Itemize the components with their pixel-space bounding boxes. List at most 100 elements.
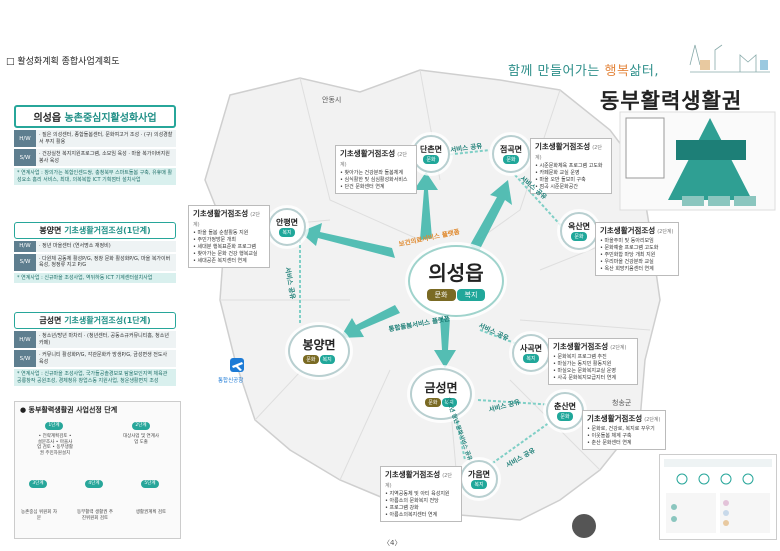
project-item: 마을주미 및 동아리모임 [600, 238, 674, 245]
center-jeomgok[interactable]: 점곡면 문화 [492, 135, 530, 173]
project-item: 마실오는 문화복지교실 운영 [553, 368, 633, 375]
stage-step-badge: 3단계 [29, 480, 47, 488]
left-section-title: 금성면 기초생활거점조성(1단계) [14, 312, 176, 329]
sw-label: S/W [14, 350, 36, 367]
project-box-danchon: 기초생활거점조성(2단계) 찾아가는 건강분좌 돌봄체계심식활한 및 심심활성화… [335, 145, 417, 194]
project-title: 기초생활거점조성(2단계) [583, 411, 665, 426]
share-lines [299, 149, 566, 466]
project-item: 아름소의 문화복지 전당 [385, 498, 457, 505]
tag: 문화 [571, 232, 587, 241]
project-item: 찾아가는 건강분좌 돌봄체계 [340, 170, 412, 177]
center-name: 점곡면 [499, 145, 523, 154]
place-cheongsong: 청송군 [612, 399, 632, 407]
project-title-text: 기초생활거점조성 [553, 342, 609, 351]
legend-panel [659, 454, 777, 540]
project-stage: (2단계) [610, 345, 627, 351]
link-text: * 연계사업 : 창의가는 복합인센드쌍, 충청북부 스마트돌봄 구축, 유휴매… [14, 168, 176, 185]
project-item: 마실가는 동지민 활동지원 [553, 361, 633, 368]
arrow-to-bongyang [340, 305, 400, 338]
link-text: * 연계사업 : 신규마을 조성사업, 국가들공솔경보보 탐울보인지역 체육관 … [14, 369, 176, 386]
section-title-suffix: (1단계) [123, 316, 151, 325]
hw-row: H/W· 정년 마을센터 (연서명소 재정비) [14, 241, 176, 252]
center-gaeum[interactable]: 가음면 복지 [460, 460, 498, 498]
page-title: 동부활력생활권 [600, 89, 743, 113]
tag-culture: 문화 [426, 289, 456, 301]
center-name: 춘산면 [553, 402, 577, 411]
project-box-jeomgok: 기초생활거점조성(2단계) 시준문화체육 프로그램 고도화카페문화 교실 운영마… [530, 138, 612, 194]
center-sagok[interactable]: 사곡면 복지 [512, 334, 550, 372]
project-item: 마을 돌봄 순찰활동 지원 [193, 230, 265, 237]
arrow-to-geumseong [434, 318, 456, 368]
center-danchon[interactable]: 단촌면 문화 [412, 135, 450, 173]
tag: 문화 [423, 155, 439, 164]
hw-text: · 질은 의성센터, 종합돌봄센터, 문화여고거 조성 · (구) 의성경찰서 … [36, 130, 176, 147]
project-stage: (2단계) [340, 152, 407, 168]
project-stage: (2단계) [193, 212, 260, 228]
project-title-text: 기초생활거점조성 [385, 470, 441, 479]
project-title: 기초생활거점조성(2단계) [596, 223, 678, 238]
stage-step-text: 농촌중심 위원회 자문 [21, 510, 57, 521]
project-box-chunsan: 기초생활거점조성(2단계) 문화로, 건강로, 복지로 꾸우기이웃돌봄 체계 구… [582, 410, 666, 450]
link-text: * 연계사업 : 신규마을 조성사업, 역뒤하동 ICT 기계센터설치사업 [14, 272, 176, 283]
left-section-geumseong: 금성면 기초생활거점조성(1단계) H/W· 청소년/방년 마차리 · (청년센… [14, 312, 176, 386]
project-item: 주민화합 마당 개최 지원 [600, 252, 674, 259]
page-number: 〈4〉 [383, 539, 402, 547]
tag-culture: 문화 [425, 398, 441, 407]
project-item: 문화로, 건강로, 복지로 꾸우기 [587, 426, 661, 433]
project-item: 문화예술 프로그램 고도화 [600, 245, 674, 252]
project-title: 기초생활거점조성(2단계) [549, 339, 637, 354]
project-item: 심식활한 및 심심활성화서비스 [340, 177, 412, 184]
project-item: 세대분 행복표준화 프로그램 [193, 244, 265, 251]
sw-label: S/W [14, 149, 36, 166]
stage-step-badge: 2단계 [132, 422, 150, 430]
project-item: 카페문화 교실 운영 [535, 170, 607, 177]
stage-step-badge: 5단계 [141, 480, 159, 488]
sw-text: · 커뮤니티 활성화P/G, 각관문화카 방생P/G, 금성면생 전도사 육성 [36, 350, 176, 367]
airport-icon [230, 358, 244, 372]
left-section-title: 의성읍 농촌중심지활성화사업 [14, 105, 176, 128]
project-stage: (2단계) [644, 417, 661, 423]
project-box-gaeum: 기초생활거점조성(2단계) 지역공동체 및 아티 육성지원아름소의 문화복지 전… [380, 466, 462, 522]
arrow-to-jeomgok [470, 180, 512, 253]
project-item: 마을 오만 돌보미 구축 [535, 177, 607, 184]
project-title: 기초생활거점조성(2단계) [336, 146, 416, 170]
center-name: 사곡면 [519, 344, 543, 353]
project-item: 주민가정방문 개최 [193, 237, 265, 244]
project-item: 찾아가는 문화 건강 행복교실 [193, 251, 265, 258]
section-title-hl: 기초생활거점조성 [64, 226, 124, 235]
hw-label: H/W [14, 331, 36, 348]
center-anpyeong[interactable]: 안평면 복지 [268, 208, 306, 246]
project-item: 점곡 시준문화공간 [535, 184, 607, 191]
arrow-to-danchon [414, 172, 438, 240]
tag: 문화 [503, 155, 519, 164]
stage-step-badge: 4단계 [85, 480, 103, 488]
sw-row: S/W· 다원체 공동체 활성P/G, 정창 문화 활성화P/G, 마을 복가이… [14, 253, 176, 271]
project-title-text: 기초생활거점조성 [340, 149, 396, 158]
center-oksan[interactable]: 옥산면 문화 [560, 212, 598, 250]
project-item: 사곡 문화복지보급지터 연계 [553, 375, 633, 382]
hw-text: · 정년 마을센터 (연서명소 재정비) [36, 241, 176, 252]
center-chunsan[interactable]: 춘산면 문화 [546, 392, 584, 430]
project-title: 기초생활거점조성(2단계) [381, 467, 461, 491]
hw-text: · 청소년/방년 마차리 · (청년센터, 공동소규커뮤니티홈, 청소년카페) [36, 331, 176, 348]
project-item: 문화복지 프로그램 추진 [553, 354, 633, 361]
project-item: 단건 문화센터 연계 [340, 184, 412, 191]
stage-title-text: 동부활력생활권 사업선정 단계 [28, 406, 118, 414]
center-name: 의성읍 [428, 261, 484, 285]
legend-graphic [664, 459, 772, 533]
left-section-uiseong: 의성읍 농촌중심지활성화사업 H/W· 질은 의성센터, 종합돌봄센터, 문화여… [14, 105, 176, 185]
place-andong: 안동시 [322, 96, 342, 104]
stage-step-text: 생활권계획 검토 [135, 510, 167, 515]
slogan-pre: 함께 만들어가는 [508, 64, 605, 79]
stage-step-text: 동부활력 생활권 추진위원회 검토 [77, 510, 113, 521]
page-header: □ 활성화계획 종합사업계획도 [6, 57, 120, 67]
project-stage: (2단계) [385, 473, 452, 489]
center-name: 봉양면 [302, 338, 336, 352]
project-title-text: 기초생활거점조성 [193, 209, 249, 218]
project-title-text: 기초생활거점조성 [600, 226, 656, 235]
project-item: 아름소의복지센터 연계 [385, 512, 457, 519]
pyramid-diagram [619, 111, 776, 211]
